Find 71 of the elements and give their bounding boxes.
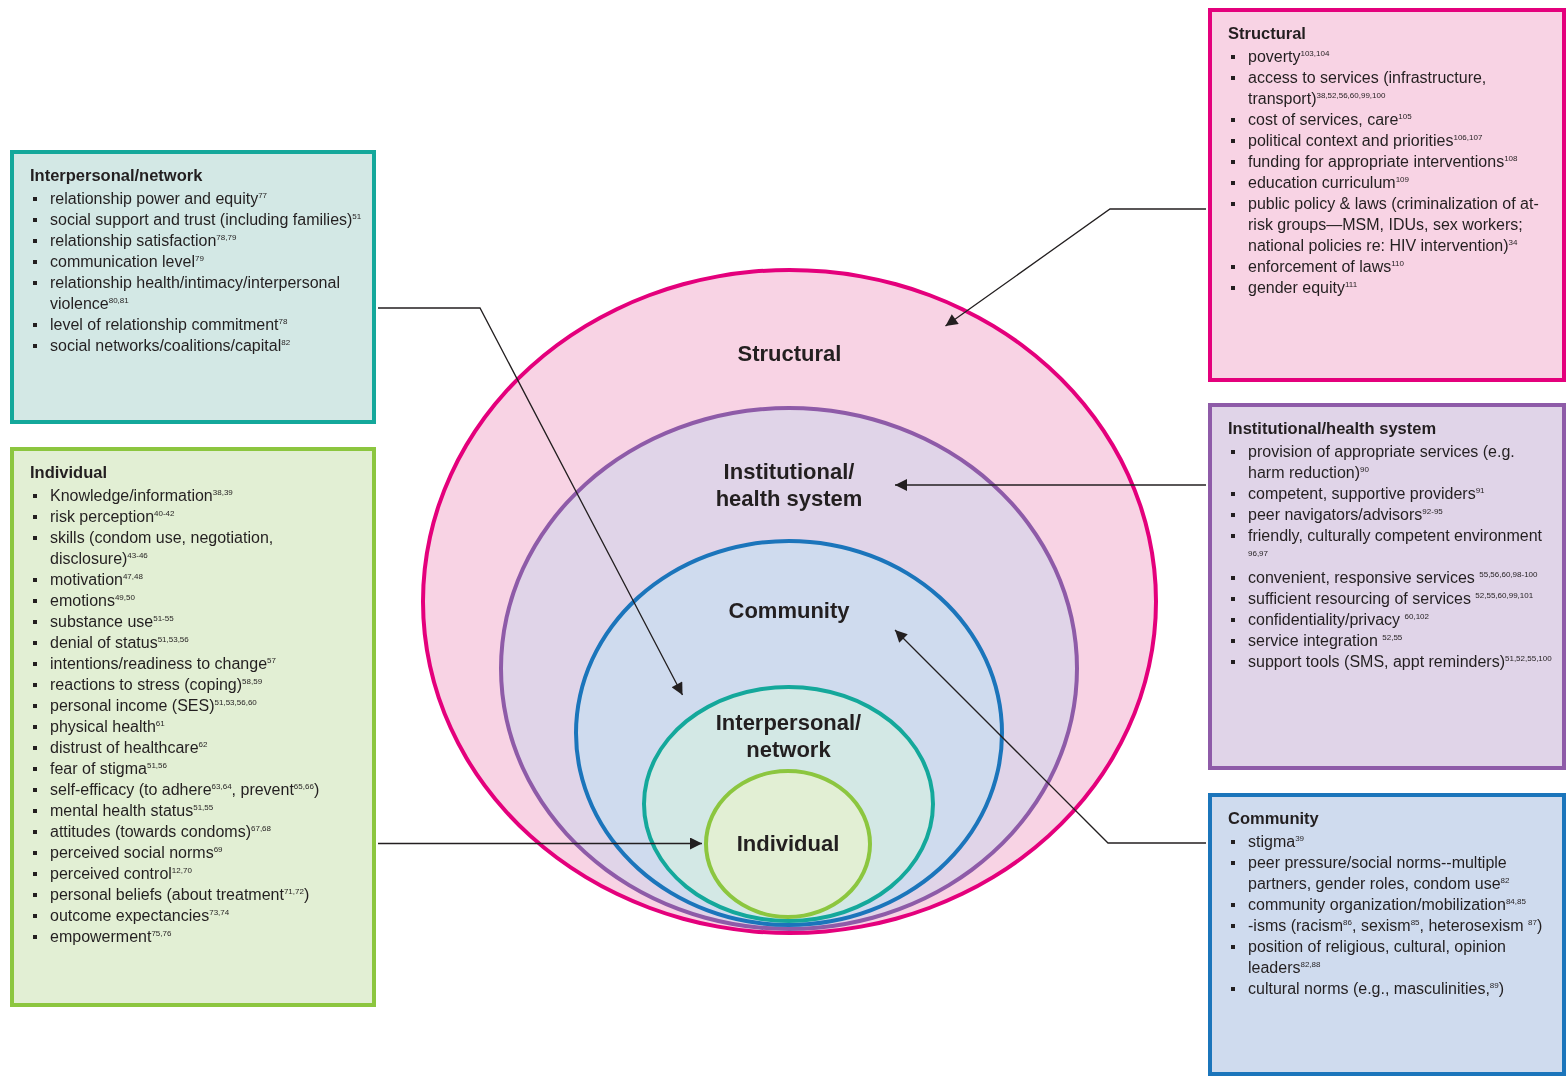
bullet-item: physical health$^{61}$ bbox=[50, 716, 362, 737]
bullet-item: funding for appropriate interventions$^{108}$ bbox=[1248, 151, 1552, 172]
bullet-item: outcome expectancies$^{73,74}$ bbox=[50, 905, 362, 926]
bullet-item: social networks/coalitions/capital$^{82}$ bbox=[50, 335, 362, 356]
bullet-item: education curriculum$^{109}$ bbox=[1248, 172, 1552, 193]
bullet-item: peer pressure/social norms--multiple partners, gender roles, condom use$^{82}$ bbox=[1248, 852, 1552, 894]
panel-heading: Institutional/health system bbox=[1228, 419, 1438, 438]
bullet-item: self-efficacy (to adhere$^{63,64}$, prevent$^{65,66}$) bbox=[50, 779, 362, 800]
bullet-item: personal beliefs (about treatment$^{71,72}$) bbox=[50, 884, 362, 905]
bullet-item: support tools (SMS, appt reminders)$^{51,52,55,100}$ bbox=[1248, 651, 1552, 672]
bullet-item: public policy & laws (criminalization of at-risk groups—MSM, IDUs, sex workers; national policies re: HIV intervention)$^{34}$ bbox=[1248, 193, 1552, 256]
bullet-item: fear of stigma$^{51,56}$ bbox=[50, 758, 362, 779]
factor-list-panel bbox=[10, 447, 376, 1007]
bullet-item: reactions to stress (coping)$^{58,59}$ bbox=[50, 674, 362, 695]
factor-list-panel bbox=[1208, 793, 1566, 1076]
bullet-item: skills (condom use, negotiation, disclosure)$^{43-46}$ bbox=[50, 527, 362, 569]
bullet-item: community organization/mobilization$^{84,85}$ bbox=[1248, 894, 1552, 915]
bullet-item: motivation$^{47,48}$ bbox=[50, 569, 362, 590]
factor-list-panel bbox=[1208, 8, 1566, 382]
bullet-item: denial of status$^{51,53,56}$ bbox=[50, 632, 362, 653]
level-label: Interpersonal/ network bbox=[714, 709, 863, 763]
bullet-item: stigma$^{39}$ bbox=[1248, 831, 1552, 852]
bullet-item: position of religious, cultural, opinion leaders$^{82,88}$ bbox=[1248, 936, 1552, 978]
bullet-item: convenient, responsive services $^{55,56,60,98-100}$ bbox=[1248, 567, 1552, 588]
bullet-item: competent, supportive providers$^{91}$ bbox=[1248, 483, 1552, 504]
level-label: Individual bbox=[735, 830, 841, 857]
bullet-item: relationship health/intimacy/interpersonal violence$^{80,81}$ bbox=[50, 272, 362, 314]
panel-heading: Structural bbox=[1228, 24, 1307, 43]
bullet-item: sufficient resourcing of services $^{52,55,60,99,101}$ bbox=[1248, 588, 1552, 609]
bullet-item: poverty$^{103,104}$ bbox=[1248, 46, 1552, 67]
bullet-item: Knowledge/information$^{38,39}$ bbox=[50, 485, 362, 506]
panel-heading: Community bbox=[1228, 809, 1320, 828]
bullet-item: mental health status$^{51,55}$ bbox=[50, 800, 362, 821]
panel-heading: Interpersonal/network bbox=[30, 166, 204, 185]
bullet-item: relationship satisfaction$^{78,79}$ bbox=[50, 230, 362, 251]
bullet-item: cost of services, care$^{105}$ bbox=[1248, 109, 1552, 130]
bullet-item: peer navigators/advisors$^{92-95}$ bbox=[1248, 504, 1552, 525]
bullet-item: perceived control$^{12,70}$ bbox=[50, 863, 362, 884]
bullet-item: relationship power and equity$^{77}$ bbox=[50, 188, 362, 209]
bullet-item: social support and trust (including families)$^{51}$ bbox=[50, 209, 362, 230]
bullet-item: confidentiality/privacy $^{60,102}$ bbox=[1248, 609, 1552, 630]
panel-heading: Individual bbox=[30, 463, 108, 482]
factor-list-panel bbox=[10, 150, 376, 424]
bullet-item: personal income (SES)$^{51,53,56,60}$ bbox=[50, 695, 362, 716]
bullet-item: risk perception$^{40-42}$ bbox=[50, 506, 362, 527]
bullet-item: access to services (infrastructure, transport)$^{38,52,56,60,99,100}$ bbox=[1248, 67, 1552, 109]
bullet-item: level of relationship commitment$^{78}$ bbox=[50, 314, 362, 335]
arrow bbox=[894, 479, 1207, 491]
level-label: Structural bbox=[736, 340, 843, 367]
arrow bbox=[377, 307, 684, 696]
arrow bbox=[377, 837, 703, 850]
bullet-item: distrust of healthcare$^{62}$ bbox=[50, 737, 362, 758]
bullet-item: attitudes (towards condoms)$^{67,68}$ bbox=[50, 821, 362, 842]
bullet-item: service integration $^{52,55}$ bbox=[1248, 630, 1552, 651]
bullet-item: -isms (racism$^{86}$, sexism$^{85}$, heterosexism $^{87}$) bbox=[1248, 915, 1552, 936]
bullet-item: substance use$^{51-55}$ bbox=[50, 611, 362, 632]
bullet-item: intentions/readiness to change$^{57}$ bbox=[50, 653, 362, 674]
level-label: Community bbox=[727, 597, 851, 624]
bullet-item: perceived social norms$^{69}$ bbox=[50, 842, 362, 863]
bullet-item: political context and priorities$^{106,107}$ bbox=[1248, 130, 1552, 151]
factor-list-panel bbox=[1208, 403, 1566, 770]
bullet-item: empowerment$^{75,76}$ bbox=[50, 926, 362, 947]
level-label: Institutional/ health system bbox=[714, 458, 864, 512]
bullet-item: cultural norms (e.g., masculinities,$^{89}$) bbox=[1248, 978, 1552, 999]
bullet-item: enforcement of laws$^{110}$ bbox=[1248, 256, 1552, 277]
bullet-item: gender equity$^{111}$ bbox=[1248, 277, 1552, 298]
bullet-item: emotions$^{49,50}$ bbox=[50, 590, 362, 611]
bullet-item: provision of appropriate services (e.g. harm reduction)$^{90}$ bbox=[1248, 441, 1552, 483]
bullet-item: communication level$^{79}$ bbox=[50, 251, 362, 272]
arrow bbox=[894, 629, 1207, 844]
arrow bbox=[944, 208, 1207, 327]
